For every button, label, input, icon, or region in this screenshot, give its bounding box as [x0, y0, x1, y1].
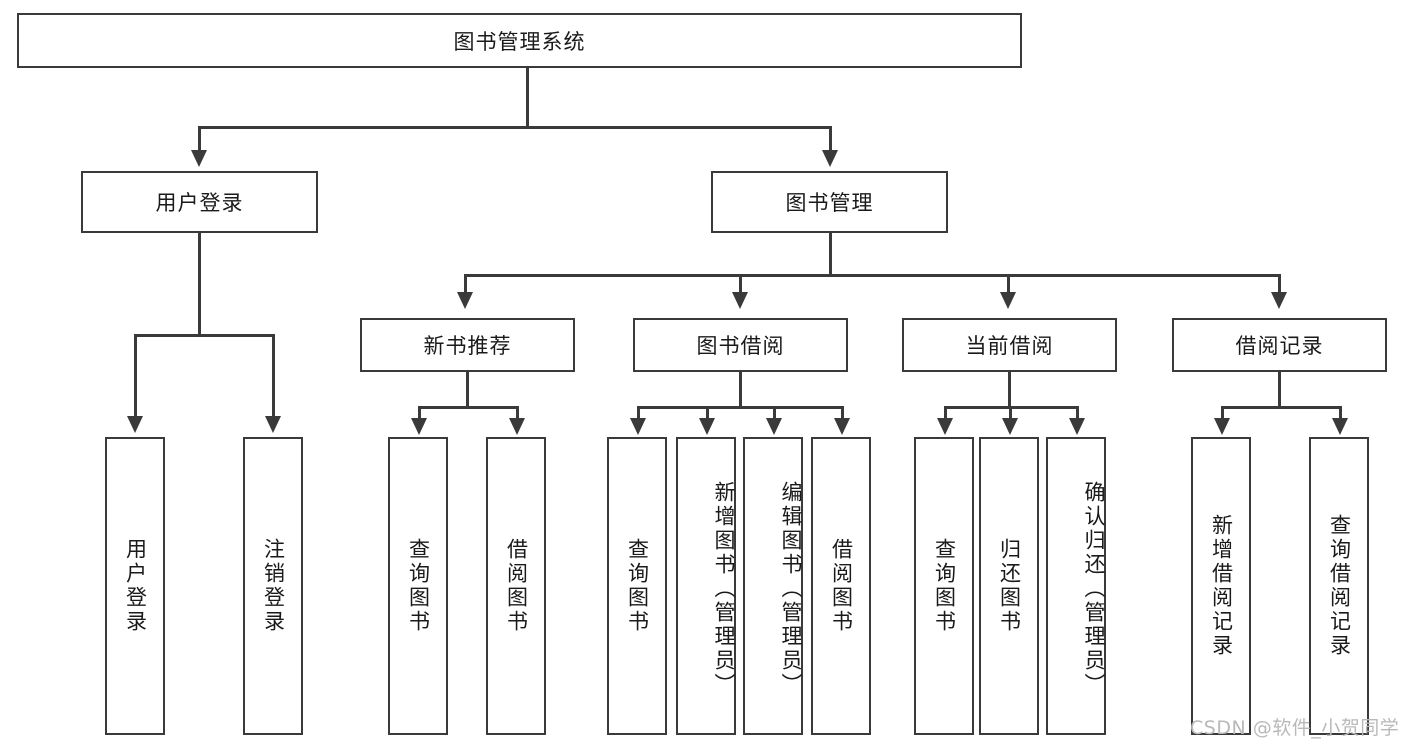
arrowhead-new-book	[457, 292, 473, 309]
connector-cb-leaf1	[944, 406, 947, 420]
connector-book-borrow-stem	[739, 372, 742, 408]
leaf-return-book[interactable]: 归还图书	[979, 437, 1039, 735]
arrowhead-bb-leaf1	[630, 418, 646, 435]
connector-new-book-bus	[418, 406, 518, 409]
arrowhead-user-login	[191, 150, 207, 167]
connector-cb-leaf2	[1009, 406, 1012, 420]
connector-bb-leaf3	[773, 406, 776, 420]
leaf-edit-book-admin[interactable]: 编辑图书（管理员）	[743, 437, 803, 735]
arrowhead-borrow-records	[1271, 292, 1287, 309]
arrowhead-br-leaf1	[1214, 418, 1230, 435]
connector-user-login-bus	[134, 334, 274, 337]
node-user-login[interactable]: 用户登录	[81, 171, 318, 233]
arrowhead-leaf-logout	[265, 416, 281, 433]
node-label: 借阅记录	[1235, 334, 1324, 358]
connector-borrow-records-stem	[1278, 372, 1281, 408]
leaf-user-login[interactable]: 用户登录	[105, 437, 165, 735]
connector-br-leaf2	[1339, 406, 1342, 420]
node-label: 查询借阅记录	[1327, 514, 1352, 658]
leaf-confirm-return-admin[interactable]: 确认归还（管理员）	[1046, 437, 1106, 735]
node-book-borrow[interactable]: 图书借阅	[633, 318, 848, 372]
connector-bb-leaf1	[637, 406, 640, 420]
connector-user-login-leaf2	[272, 334, 275, 418]
connector-br-leaf1	[1221, 406, 1224, 420]
node-book-manage[interactable]: 图书管理	[711, 171, 948, 233]
connector-cb-leaf3	[1076, 406, 1079, 420]
node-label: 当前借阅	[965, 334, 1054, 358]
node-label: 新增图书（管理员）	[712, 481, 736, 697]
leaf-add-borrow-record[interactable]: 新增借阅记录	[1191, 437, 1251, 735]
node-label: 新增借阅记录	[1209, 514, 1234, 658]
node-label: 编辑图书（管理员）	[779, 481, 803, 697]
arrowhead-nb-leaf2	[509, 418, 525, 435]
node-label: 图书管理系统	[453, 29, 586, 54]
leaf-query-borrow-record[interactable]: 查询借阅记录	[1309, 437, 1369, 735]
arrowhead-bb-leaf2	[699, 418, 715, 435]
connector-current-borrow-stem	[1008, 372, 1011, 408]
node-label: 查询图书	[625, 538, 650, 634]
connector-to-book-manage	[829, 126, 832, 152]
connector-book-manage-stem	[829, 233, 832, 276]
node-label: 新书推荐	[423, 334, 512, 358]
connector-book-borrow-bus	[637, 406, 843, 409]
connector-to-new-book	[464, 274, 467, 294]
connector-new-book-leaf2	[516, 406, 519, 420]
arrowhead-book-borrow	[732, 292, 748, 309]
node-label: 查询图书	[932, 538, 957, 634]
connector-to-current-borrow	[1007, 274, 1010, 294]
node-root-system[interactable]: 图书管理系统	[17, 13, 1022, 68]
connector-borrow-records-bus	[1221, 406, 1341, 409]
node-label: 确认归还（管理员）	[1082, 481, 1106, 697]
arrowhead-cb-leaf2	[1002, 418, 1018, 435]
connector-to-book-borrow	[739, 274, 742, 294]
watermark-credit: CSDN @软件_小贺同学	[1190, 717, 1400, 739]
connector-to-borrow-records	[1278, 274, 1281, 294]
node-label: 归还图书	[997, 538, 1022, 634]
connector-level2-bus	[464, 274, 1279, 277]
node-label: 图书管理	[785, 191, 874, 215]
arrowhead-nb-leaf1	[411, 418, 427, 435]
node-label: 查询图书	[406, 538, 431, 634]
leaf-query-book-bb[interactable]: 查询图书	[607, 437, 667, 735]
arrowhead-br-leaf2	[1332, 418, 1348, 435]
connector-level1-bus	[198, 126, 831, 129]
node-label: 注销登录	[261, 538, 286, 634]
arrowhead-bb-leaf4	[834, 418, 850, 435]
node-label: 图书借阅	[696, 334, 785, 358]
connector-user-login-leaf1	[134, 334, 137, 418]
leaf-borrow-book-nb[interactable]: 借阅图书	[486, 437, 546, 735]
arrowhead-current-borrow	[1000, 292, 1016, 309]
node-new-book-recommend[interactable]: 新书推荐	[360, 318, 575, 372]
node-label: 用户登录	[155, 191, 244, 215]
node-current-borrow[interactable]: 当前借阅	[902, 318, 1117, 372]
node-borrow-records[interactable]: 借阅记录	[1172, 318, 1387, 372]
arrowhead-cb-leaf1	[937, 418, 953, 435]
connector-bb-leaf2	[706, 406, 709, 420]
connector-bb-leaf4	[841, 406, 844, 420]
leaf-query-book-cb[interactable]: 查询图书	[914, 437, 974, 735]
connector-new-book-stem	[466, 372, 469, 408]
node-label: 用户登录	[123, 538, 148, 634]
connector-new-book-leaf1	[418, 406, 421, 420]
leaf-query-book-nb[interactable]: 查询图书	[388, 437, 448, 735]
arrowhead-book-manage	[822, 150, 838, 167]
connector-user-login-stem	[198, 233, 201, 336]
node-label: 借阅图书	[504, 538, 529, 634]
connector-to-user-login	[198, 126, 201, 152]
node-label: 借阅图书	[829, 538, 854, 634]
leaf-add-book-admin[interactable]: 新增图书（管理员）	[676, 437, 736, 735]
connector-root-stem	[526, 68, 529, 128]
arrowhead-cb-leaf3	[1069, 418, 1085, 435]
leaf-logout[interactable]: 注销登录	[243, 437, 303, 735]
arrowhead-bb-leaf3	[766, 418, 782, 435]
arrowhead-leaf-user-login	[127, 416, 143, 433]
leaf-borrow-book-bb[interactable]: 借阅图书	[811, 437, 871, 735]
